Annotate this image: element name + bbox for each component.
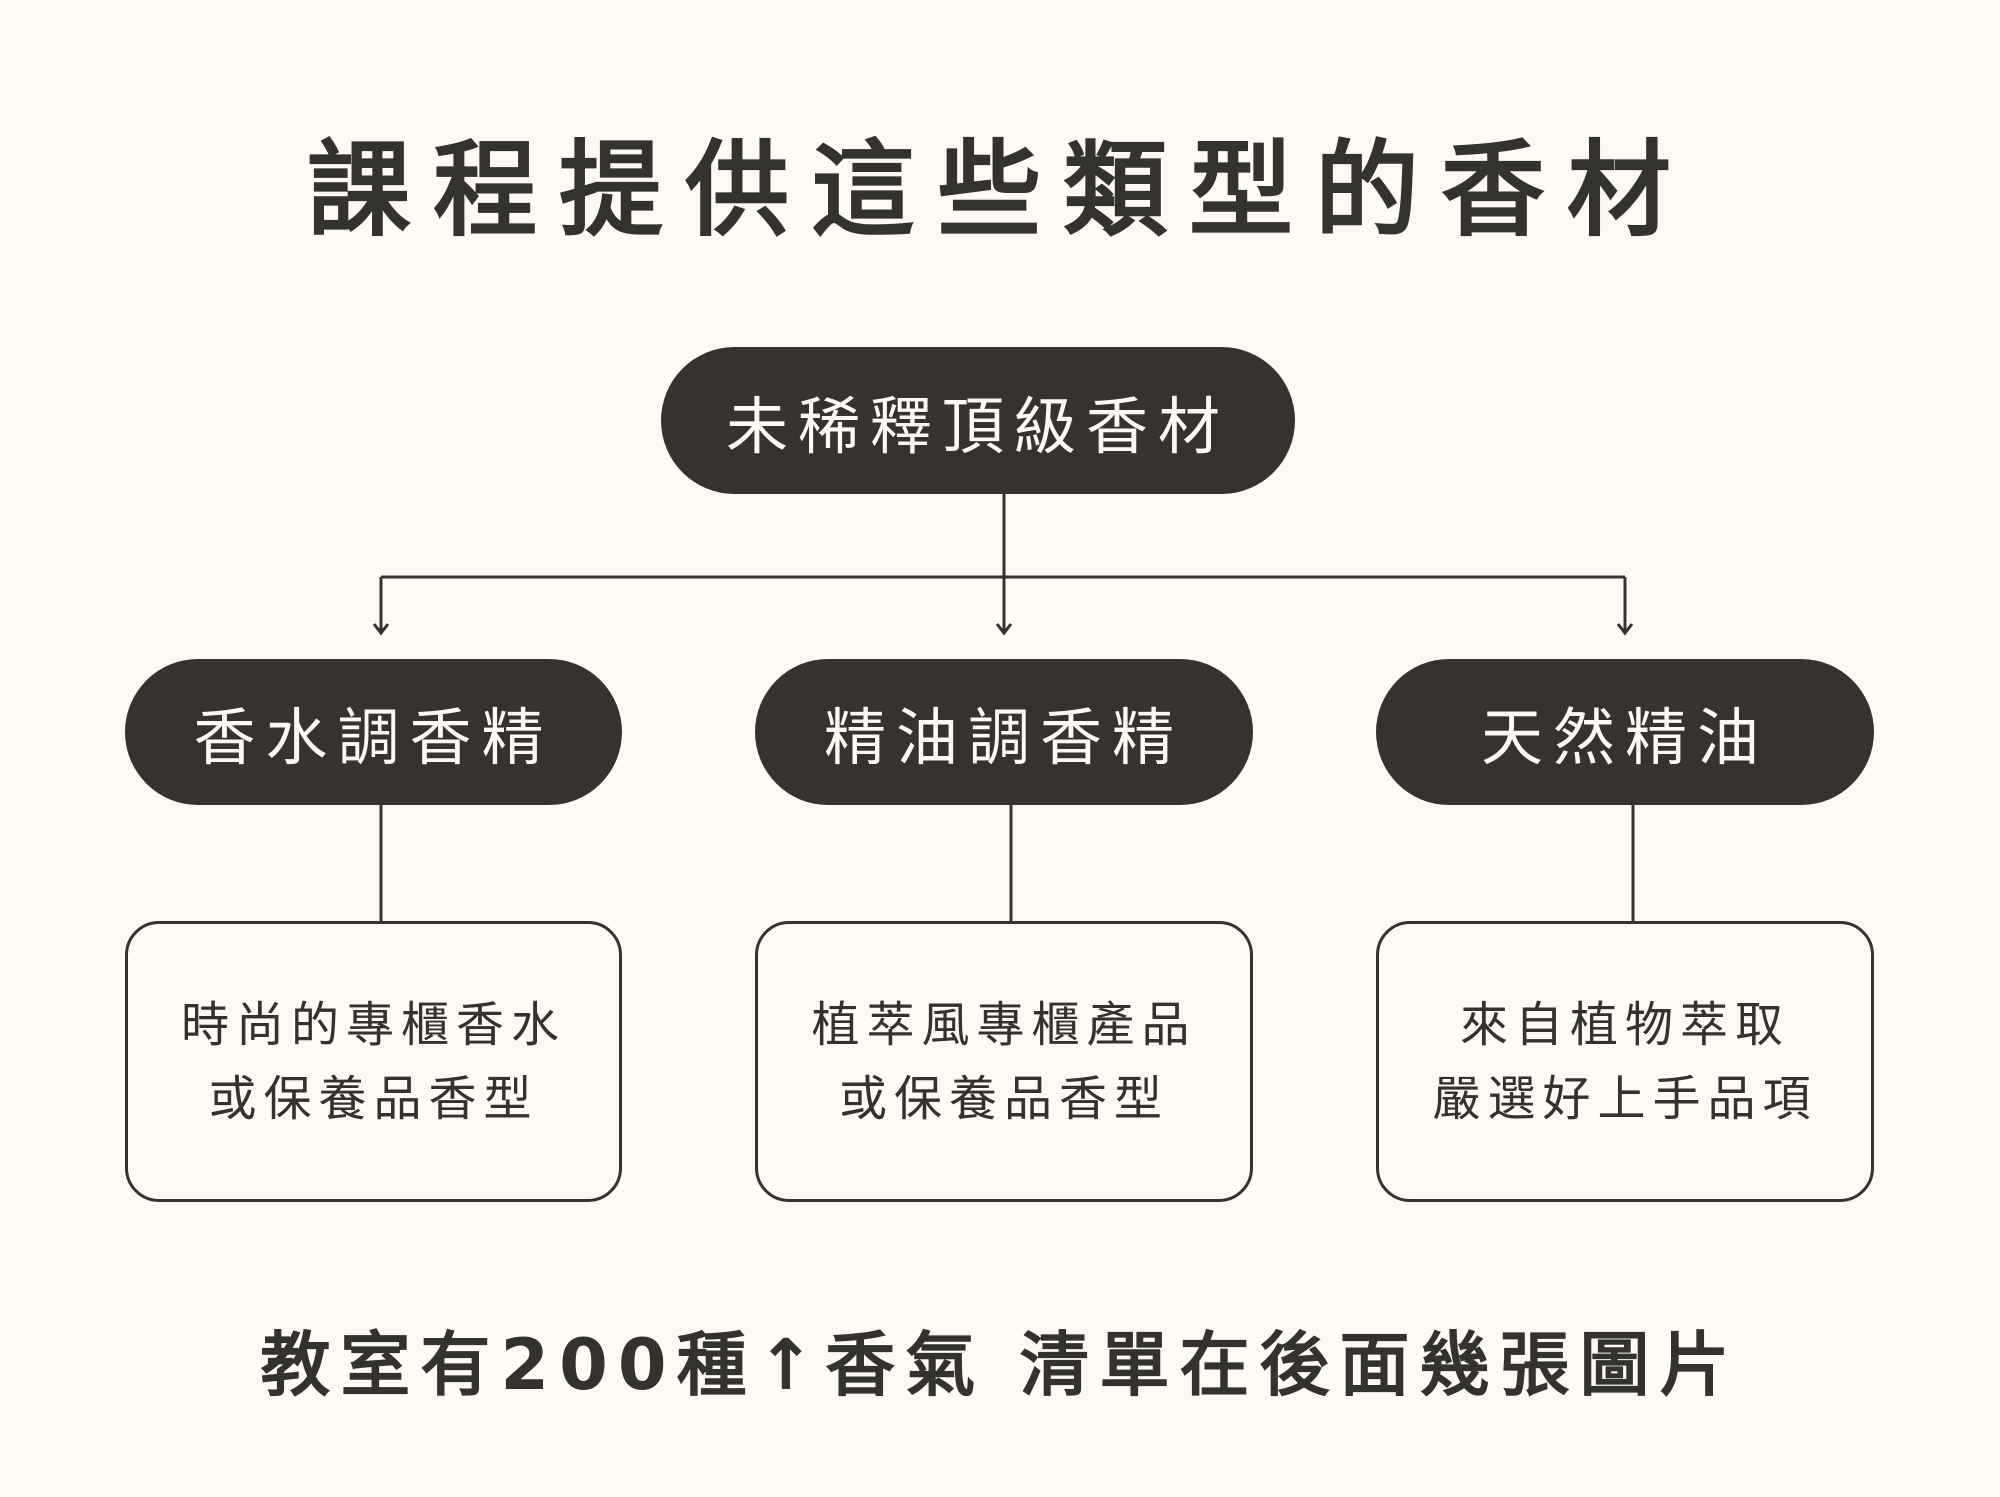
description-line: 或保養品香型	[838, 1070, 1169, 1127]
footer-note: 教室有200種↑香氣 清單在後面幾張圖片	[260, 1324, 1740, 1406]
description-box-natural-oil: 來自植物萃取 嚴選好上手品項	[1376, 921, 1874, 1202]
description-line: 植萃風專櫃產品	[811, 996, 1197, 1053]
child-node-natural-oil: 天然精油	[1376, 659, 1874, 805]
description-line: 時尚的專櫃香水	[180, 996, 566, 1053]
description-line: 來自植物萃取	[1459, 996, 1790, 1053]
description-box-perfume: 時尚的專櫃香水 或保養品香型	[125, 921, 622, 1202]
child-node-perfume: 香水調香精	[125, 659, 622, 805]
root-node: 未稀釋頂級香材	[661, 347, 1295, 494]
description-line: 嚴選好上手品項	[1432, 1070, 1818, 1127]
description-box-essential-oil-fragrance: 植萃風專櫃產品 或保養品香型	[755, 921, 1253, 1202]
description-line: 或保養品香型	[208, 1070, 539, 1127]
page-title: 課程提供這些類型的香材	[306, 129, 1693, 251]
child-node-essential-oil-fragrance: 精油調香精	[755, 659, 1253, 805]
